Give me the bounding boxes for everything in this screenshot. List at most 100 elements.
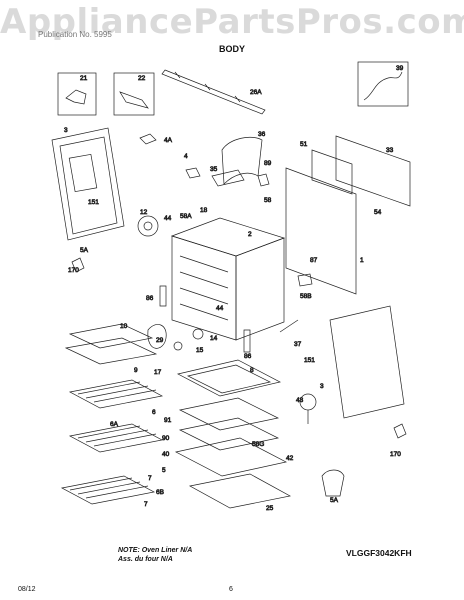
part-12-valve-inner	[143, 221, 153, 231]
callout-58g: 58G	[252, 441, 264, 448]
part-29-knob	[147, 324, 167, 349]
callout-40: 40	[162, 451, 170, 458]
part-170-leg	[393, 423, 407, 439]
oven-body-front	[171, 235, 237, 341]
part-3-door-panel	[51, 127, 125, 241]
callout-151-right: 151	[304, 357, 315, 364]
callout-6: 6	[152, 409, 156, 416]
callout-5: 5	[162, 467, 166, 474]
callout-21: 21	[80, 75, 88, 82]
callout-8: 8	[250, 367, 254, 374]
oven-liner-note: NOTE: Oven Liner N/A Ass. du four N/A	[118, 546, 192, 564]
part-4-bracket	[185, 167, 201, 179]
callout-89: 89	[264, 160, 272, 167]
inset-box-21	[57, 72, 97, 116]
part-8-oven-bottom	[177, 359, 281, 397]
part-22-bracket	[119, 91, 149, 109]
callout-5a: 5A	[80, 247, 89, 254]
part-15-fitting	[173, 341, 183, 351]
callout-4: 4	[184, 153, 188, 160]
part-42-drawer	[174, 437, 288, 477]
part-151-window	[68, 153, 98, 193]
callout-25: 25	[266, 505, 274, 512]
part-86-leg-left	[159, 285, 167, 307]
callout-86-left: 86	[146, 295, 154, 302]
part-10-broiler-pan	[68, 323, 154, 349]
callout-170: 170	[68, 267, 79, 274]
part-3-door-inner	[59, 136, 118, 235]
part-39-cable	[363, 71, 403, 101]
callout-44-lower: 44	[216, 305, 224, 312]
callout-58: 58	[264, 197, 272, 204]
callout-87: 87	[310, 257, 318, 264]
note-line-2: Ass. du four N/A	[118, 556, 173, 563]
callout-39: 39	[396, 65, 404, 72]
callout-17: 17	[154, 369, 162, 376]
callout-35: 35	[210, 166, 218, 173]
part-14-fitting	[192, 328, 204, 340]
callout-29: 29	[156, 337, 164, 344]
oven-body-side	[235, 237, 285, 341]
callout-4a: 4A	[164, 137, 173, 144]
callout-43: 43	[296, 397, 304, 404]
oven-rack-guides	[179, 255, 229, 321]
callout-15: 15	[196, 347, 204, 354]
callout-12: 12	[140, 209, 148, 216]
callout-6a: 6A	[110, 421, 119, 428]
part-12-valve	[137, 215, 159, 237]
callout-58a: 58A	[180, 213, 192, 220]
callout-26a: 26A	[250, 89, 262, 96]
callout-7: 7	[148, 475, 152, 482]
callout-14: 14	[210, 335, 218, 342]
part-6b-rack	[60, 475, 156, 505]
callout-7-lower: 7	[144, 501, 148, 508]
callout-5a-right: 5A	[330, 497, 339, 504]
part-5a-left-leveler	[71, 257, 85, 273]
callout-54: 54	[374, 209, 382, 216]
callout-44: 44	[164, 215, 172, 222]
part-51-cover	[311, 149, 353, 195]
callout-36: 36	[258, 131, 266, 138]
inset-box-22	[113, 72, 155, 116]
callout-170-right: 170	[390, 451, 401, 458]
oven-body-top	[170, 217, 286, 257]
note-line-1: NOTE: Oven Liner N/A	[118, 547, 193, 554]
part-21-bracket	[65, 89, 87, 105]
callout-91: 91	[164, 417, 172, 424]
footer-page-number: 6	[229, 586, 233, 593]
part-151-right-door	[329, 305, 405, 419]
callout-90: 90	[162, 435, 170, 442]
callout-6b: 6B	[156, 489, 164, 496]
model-code: VLGGF3042KFH	[346, 548, 412, 558]
part-25-bottom-plate	[188, 473, 292, 509]
callout-1: 1	[360, 257, 364, 264]
callout-51: 51	[300, 141, 308, 148]
part-5a-leveler	[321, 469, 345, 497]
part-6a-rack	[68, 423, 164, 453]
part-89-clip	[257, 173, 270, 187]
footer-date: 08/12	[18, 586, 36, 593]
callout-86-right: 86	[244, 353, 252, 360]
part-33-back-panel	[335, 135, 411, 207]
callout-10: 10	[120, 323, 128, 330]
inset-box-39	[357, 61, 409, 107]
part-37-rod	[279, 319, 299, 333]
section-title: BODY	[218, 44, 245, 54]
part-90-panel	[178, 417, 280, 451]
part-86-leg-right	[243, 329, 251, 353]
part-4a-bracket	[139, 133, 157, 145]
callout-3-right: 3	[320, 383, 324, 390]
part-9-pan-base	[64, 337, 158, 365]
part-91-panel	[178, 397, 280, 431]
callout-18: 18	[200, 207, 208, 214]
part-8-oven-bottom-inner	[186, 364, 272, 394]
part-35-plate	[211, 169, 245, 187]
callout-37: 37	[294, 341, 302, 348]
callout-58b: 58B	[300, 293, 312, 300]
callout-42: 42	[286, 455, 294, 462]
callout-3: 3	[64, 127, 68, 134]
part-1-side-panel	[285, 167, 357, 295]
callout-22: 22	[138, 75, 146, 82]
part-58b-bracket	[297, 273, 313, 287]
